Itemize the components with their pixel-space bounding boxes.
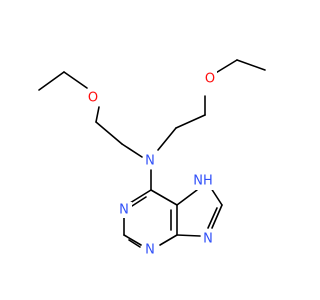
bond-ch2-n-right xyxy=(157,127,177,151)
atom-oxygen-right: O xyxy=(205,72,215,87)
atom-oxygen-left: O xyxy=(88,91,98,106)
atom-ring-nitrogen-n3: N xyxy=(145,243,155,258)
bond-n3-c4 xyxy=(159,234,178,246)
bond-c5-c6 xyxy=(150,189,178,206)
atom-amine-nitrogen: N xyxy=(145,154,155,169)
bond-ch3-ch2-left xyxy=(38,71,65,91)
bond-ch3-ch2-right xyxy=(236,59,266,71)
bond-c6-n1-double xyxy=(131,196,147,207)
bond-c8-n9 xyxy=(211,204,223,229)
bond-lines xyxy=(38,59,266,248)
bond-o-ch2-left xyxy=(95,106,100,123)
molecule-structure-canvas: O O N N N NH N xyxy=(38,59,266,258)
bond-c2-n3 xyxy=(123,234,142,246)
bond-ch2-o-right xyxy=(213,59,238,75)
bond-ch2-ch2-right xyxy=(175,114,206,129)
bond-c5-n7 xyxy=(176,189,198,206)
bond-n9-c4 xyxy=(176,234,201,237)
bond-c8-n9-double xyxy=(207,207,218,229)
bond-c6-n1 xyxy=(129,189,152,204)
bond-ch2-o-left xyxy=(63,71,88,89)
bond-c2-n3-double xyxy=(128,239,141,248)
bond-ch2-n-left xyxy=(121,143,143,158)
atom-ring-nitrogen-n9: N xyxy=(203,232,213,247)
atom-ring-nitrogen-n1: N xyxy=(119,203,129,218)
atom-ring-nitrogen-nh: NH xyxy=(193,174,213,189)
bond-ch2-ch2-left xyxy=(95,121,123,145)
atom-labels: O O N N N NH N xyxy=(86,71,217,258)
